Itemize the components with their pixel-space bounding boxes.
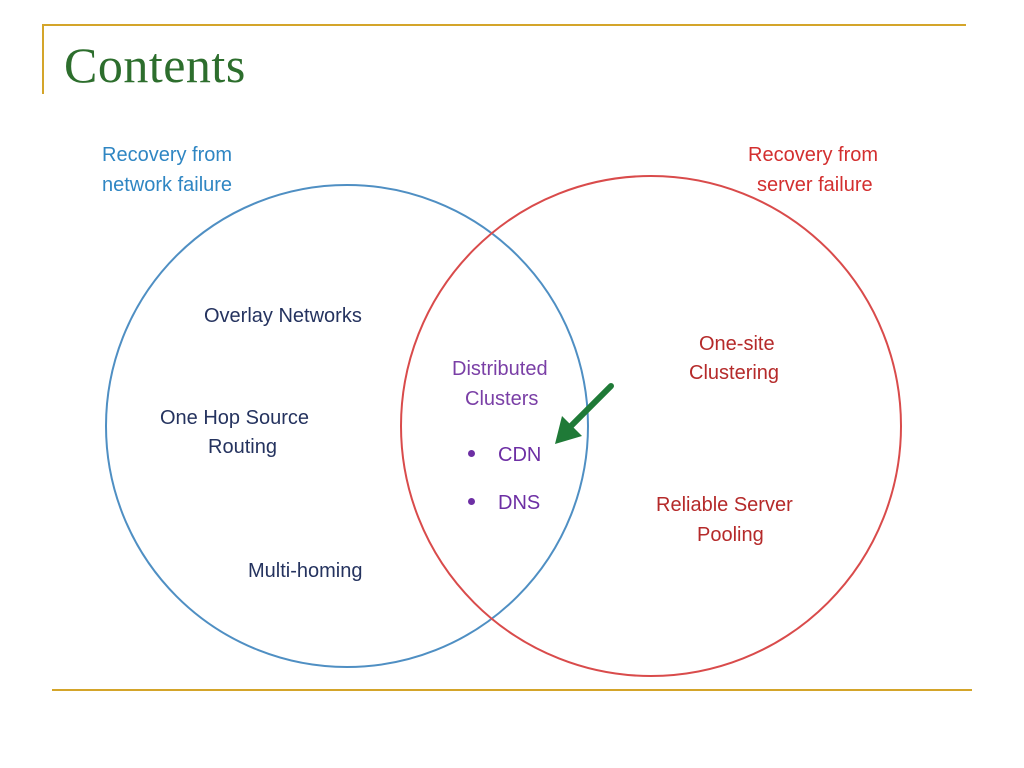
pooling-label: Pooling (697, 524, 764, 546)
one-hop-source-label: One Hop Source (160, 407, 309, 429)
routing-label: Routing (208, 436, 277, 458)
bullet-dot-icon (468, 450, 475, 458)
cdn-arrow-icon (555, 383, 614, 444)
clustering-label: Clustering (689, 362, 780, 384)
server-failure-label-line2: server failure (757, 174, 873, 196)
reliable-server-label: Reliable Server (656, 494, 793, 516)
top-accent-rule (42, 24, 966, 26)
server-failure-circle (400, 175, 902, 677)
cdn-label: CDN (498, 444, 542, 466)
bullet-dot-icon (468, 498, 475, 506)
left-accent-rule (42, 24, 44, 94)
clusters-label: Clusters (465, 388, 539, 410)
multi-homing-label: Multi-homing (248, 560, 363, 582)
cdn-bullet-item: CDN (468, 440, 541, 470)
network-failure-label-line1: Recovery from (102, 144, 233, 166)
dns-label: DNS (498, 492, 541, 514)
distributed-label: Distributed (452, 358, 548, 380)
dns-bullet-item: DNS (468, 488, 540, 518)
overlay-networks-label: Overlay Networks (204, 305, 362, 327)
server-failure-label-line1: Recovery from (748, 144, 879, 166)
bottom-accent-rule (52, 689, 972, 691)
network-failure-circle (105, 184, 589, 668)
page-title: Contents (64, 37, 246, 93)
one-site-label: One-site (699, 333, 775, 355)
network-failure-label-line2: network failure (102, 174, 233, 196)
